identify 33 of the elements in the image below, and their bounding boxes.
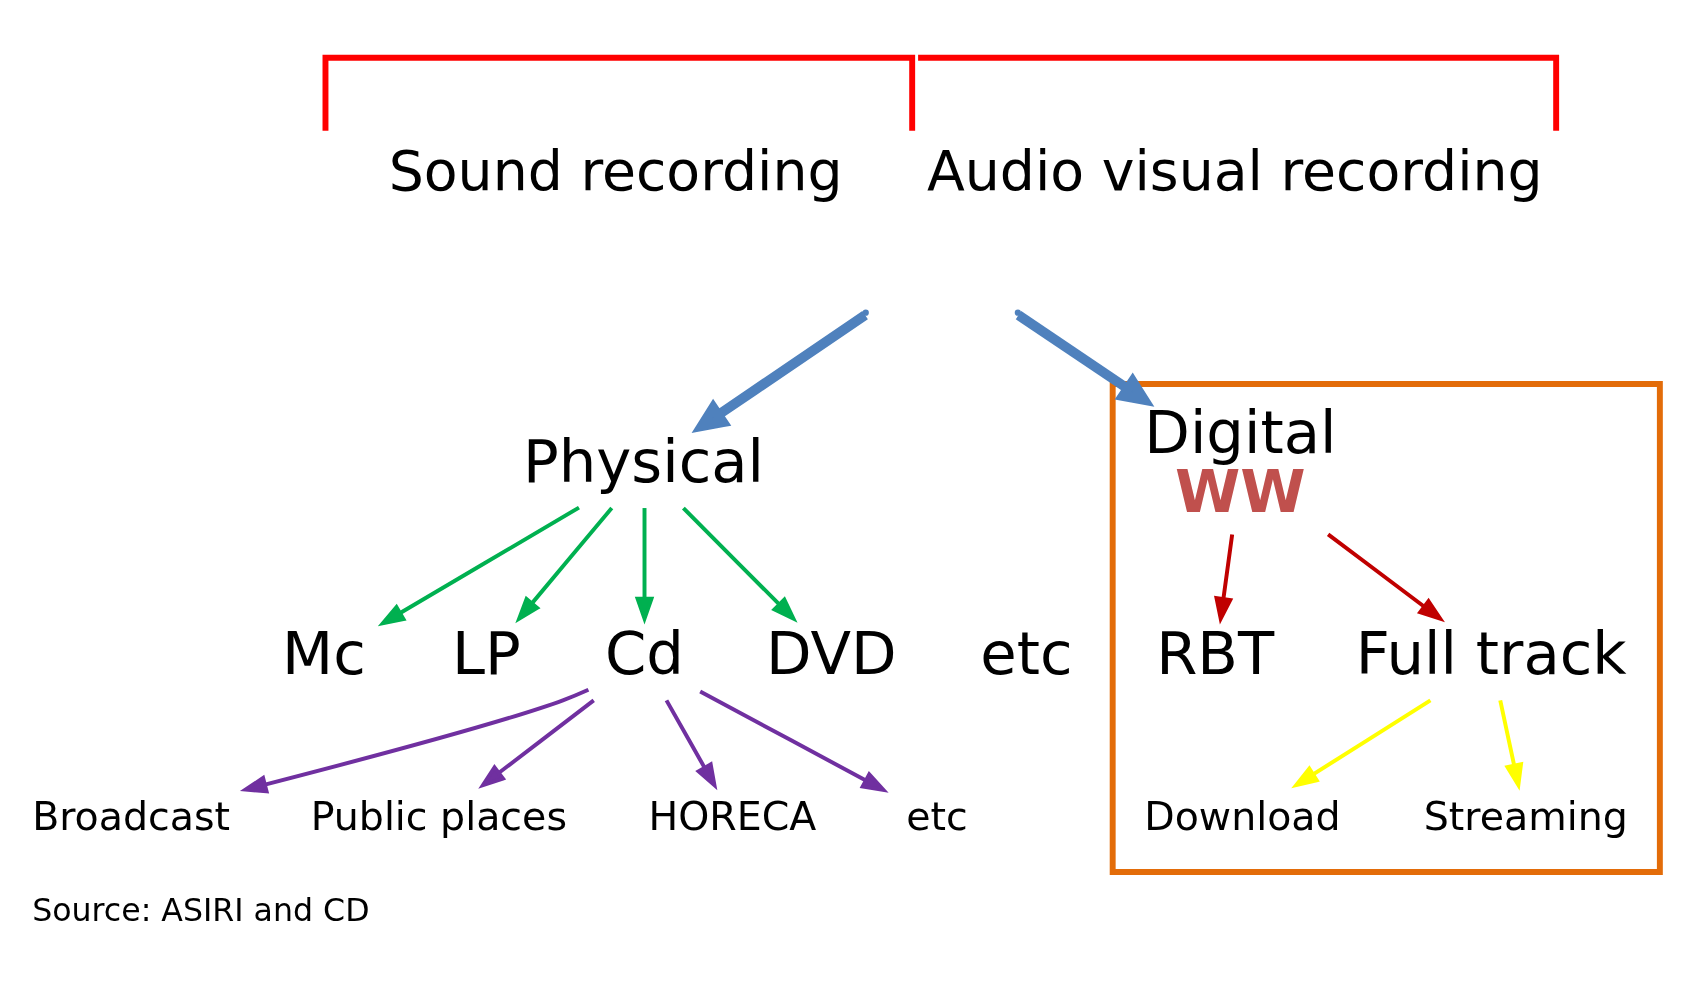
label: etc: [980, 619, 1073, 689]
node-text: DVD: [766, 619, 897, 689]
cluster: [1109, 381, 1663, 875]
node-text: Full track: [1355, 619, 1627, 689]
arrow: [634, 508, 655, 625]
arrow: [682, 506, 798, 623]
arrow: [377, 505, 580, 627]
arrow: [699, 689, 889, 793]
node-text: etc: [906, 793, 968, 840]
node-text: Cd: [605, 619, 684, 689]
label: Sound recording: [388, 138, 843, 203]
node-text: LP: [451, 619, 521, 689]
arrow: [515, 506, 614, 624]
node-text: Broadcast: [32, 793, 231, 840]
node-text: RBT: [1156, 619, 1275, 689]
arrow: [1291, 698, 1432, 789]
caption: Source: ASIRI and CD: [32, 891, 370, 928]
node-text: Download: [1144, 793, 1341, 840]
arrow: [1214, 534, 1235, 625]
arrow: [664, 699, 718, 791]
arrow: [1326, 532, 1445, 623]
arrow: [239, 687, 590, 794]
node-text: Public places: [310, 793, 567, 840]
label: Audio visual recording: [926, 138, 1543, 203]
node-text: Streaming: [1423, 793, 1628, 840]
node-text: HORECA: [648, 793, 817, 840]
node-text: Digital WW: [1144, 398, 1337, 527]
node-text: Physical: [523, 426, 765, 496]
arrow: [1498, 699, 1524, 791]
node-text: Mc: [282, 619, 366, 689]
arrow: [1015, 311, 1155, 407]
arrow: [691, 311, 868, 434]
arrow: [478, 698, 595, 789]
